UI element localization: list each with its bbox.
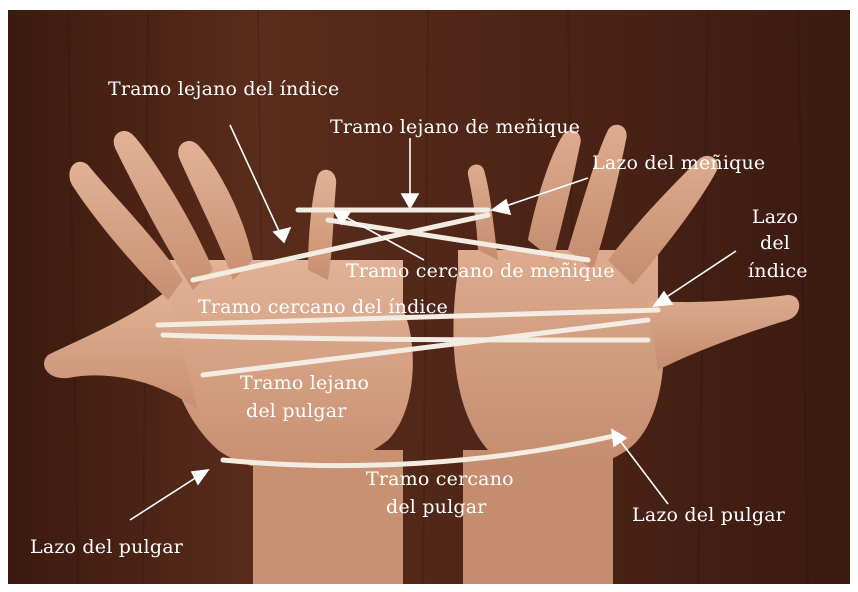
label-lazo-pulgar-izquierdo: Lazo del pulgar (30, 536, 183, 558)
label-tramo-cercano-pulgar-line1: Tramo cercano (366, 468, 514, 490)
label-tramo-lejano-pulgar-line2: del pulgar (246, 400, 347, 422)
label-lazo-menique: Lazo del meñique (592, 152, 765, 174)
label-lazo-pulgar-derecho: Lazo del pulgar (632, 504, 785, 526)
label-tramo-cercano-menique: Tramo cercano de meñique (346, 260, 615, 282)
label-tramo-cercano-indice: Tramo cercano del índice (198, 296, 448, 318)
label-tramo-lejano-pulgar-line1: Tramo lejano (240, 372, 369, 394)
label-tramo-lejano-indice: Tramo lejano del índice (108, 78, 339, 100)
label-tramo-cercano-pulgar-line2: del pulgar (386, 496, 487, 518)
label-lazo-indice-line1: Lazo (750, 206, 800, 228)
label-tramo-lejano-menique: Tramo lejano de meñique (330, 116, 580, 138)
label-lazo-indice-line2: del (750, 232, 800, 254)
photo: Tramo lejano del índice Tramo lejano de … (8, 10, 850, 584)
label-lazo-indice-line3: índice (748, 260, 808, 282)
